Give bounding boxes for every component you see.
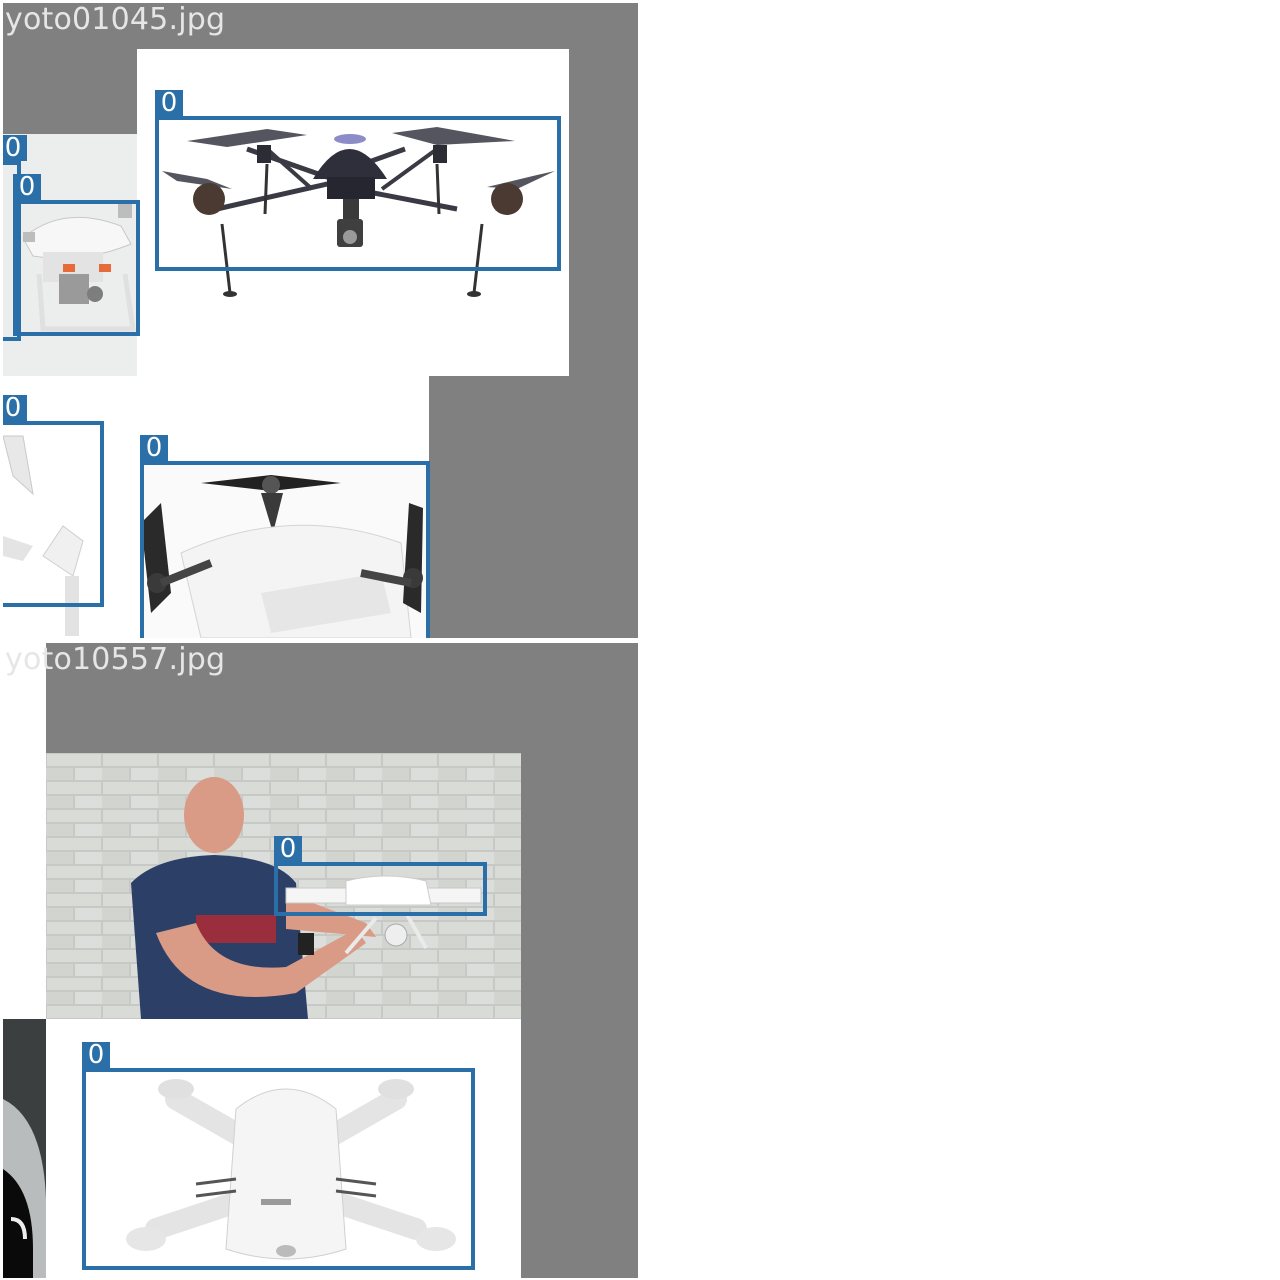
detection-label: 0 [274, 836, 302, 862]
tile-caption: yoto01045.jpg [5, 3, 226, 37]
detection-box: 0 [140, 435, 430, 638]
detection-label: 0 [140, 435, 168, 461]
detection-label: 0 [3, 395, 27, 421]
photo-breeze-drone [46, 1019, 521, 1278]
detection-box: 0 [3, 135, 27, 341]
detection-label: 0 [3, 135, 27, 161]
detection-box: 0 [3, 395, 104, 607]
tile-caption: yoto10557.jpg [5, 643, 226, 677]
photo-man-holding-drone [46, 753, 521, 1019]
mosaic-tile: yoto01045.jpg [3, 3, 638, 638]
detection-box: 0 [82, 1042, 475, 1270]
detection-box: 0 [155, 90, 561, 271]
detection-label: 0 [82, 1042, 110, 1068]
detection-label: 0 [13, 174, 41, 200]
photo-quadcopter [137, 49, 569, 376]
detection-box: 0 [13, 174, 140, 336]
detection-box: 0 [274, 836, 487, 916]
mosaic-tile: yoto10557.jpg [3, 643, 638, 1278]
blank-area [3, 643, 46, 1019]
detection-label: 0 [155, 90, 183, 116]
photo-dark-partial [3, 1019, 46, 1278]
photo-spark-drone [141, 463, 429, 638]
